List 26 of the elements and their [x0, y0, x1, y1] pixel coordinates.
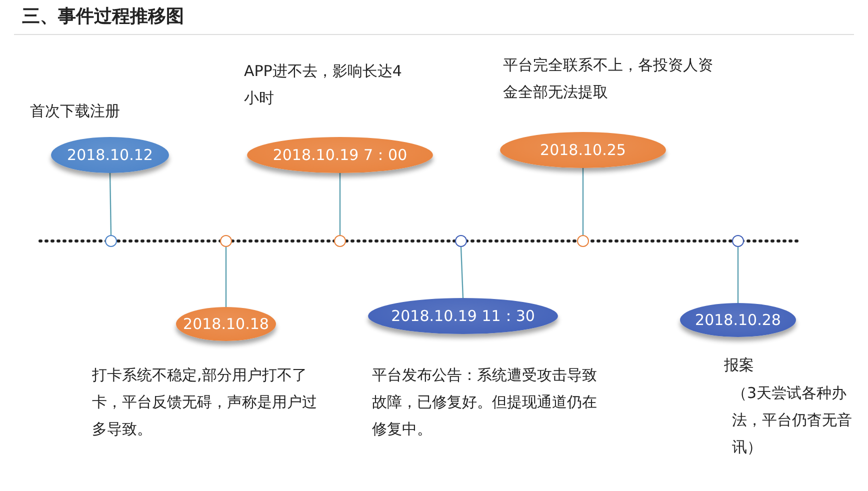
event-description: 报案 — [724, 355, 755, 376]
event-description: 首次下载注册 — [30, 101, 121, 122]
timeline-marker — [455, 235, 467, 247]
event-description: 平台发布公告：系统遭受攻击导致故障，已修复好。但提现通道仍在修复中。 — [372, 365, 598, 440]
timeline-marker — [577, 235, 589, 247]
timeline-marker — [105, 235, 117, 247]
date-oval: 2018.10.18 — [176, 307, 276, 341]
timeline-marker — [732, 235, 744, 247]
connector-line — [582, 168, 584, 235]
event-description: 打卡系统不稳定,部分用户打不了卡，平台反馈无碍，声称是用户过多导致。 — [92, 365, 317, 440]
connector-line — [737, 247, 739, 303]
event-description: 平台完全联系不上，各投资人资金全部无法提取 — [503, 55, 714, 103]
connector-line — [460, 246, 464, 298]
date-oval: 2018.10.19 7：00 — [247, 137, 433, 173]
connector-line — [225, 247, 227, 307]
timeline-marker — [220, 235, 232, 247]
title: 三、事件过程推移图 — [22, 5, 184, 28]
date-oval: 2018.10.25 — [500, 132, 666, 168]
date-oval: 2018.10.19 11：30 — [368, 298, 558, 334]
date-oval: 2018.10.28 — [680, 303, 796, 337]
connector-line — [109, 172, 112, 236]
date-oval: 2018.10.12 — [51, 137, 169, 173]
event-description: （3天尝试各种办法，平台仍杳无音讯） — [732, 383, 853, 458]
connector-line — [339, 173, 341, 235]
timeline-marker — [334, 235, 346, 247]
event-description: APP进不去，影响长达4小时 — [244, 61, 403, 109]
